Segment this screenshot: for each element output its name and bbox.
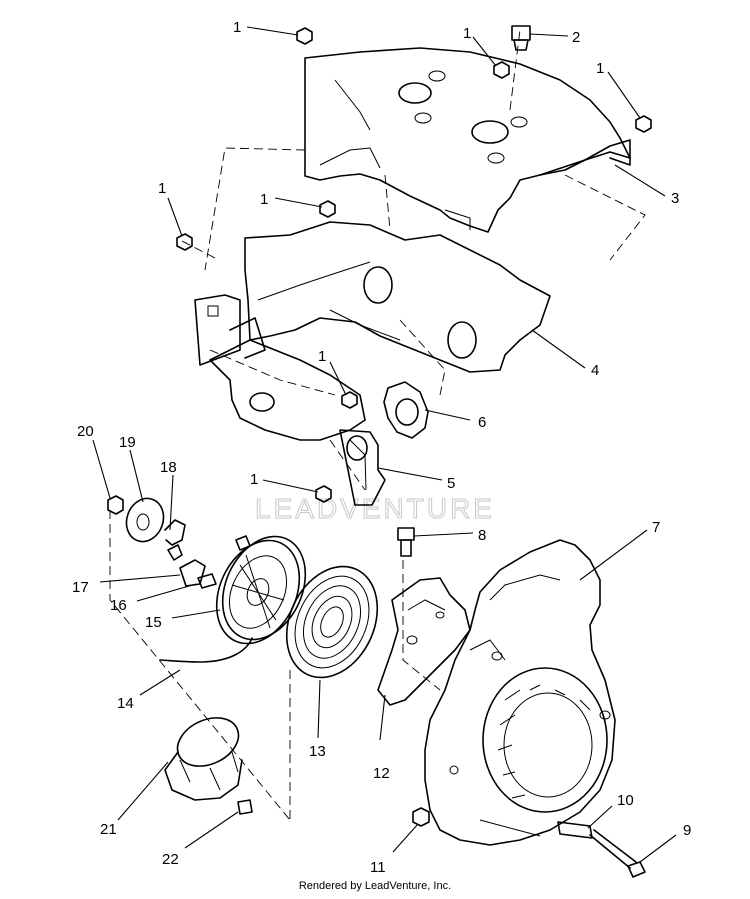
- callout-12: 12: [373, 765, 390, 782]
- part-5-bracket: [339, 429, 386, 506]
- callout-8: 8: [478, 527, 486, 544]
- callout-1-a: 1: [233, 19, 241, 36]
- callout-20: 20: [77, 423, 94, 440]
- part-8-bolt: [397, 527, 415, 557]
- part-15-starter-reel: [215, 535, 307, 645]
- part-4-shroud-bracket: [194, 221, 551, 461]
- assembly-lines-top: [179, 29, 646, 271]
- callout-9: 9: [683, 822, 691, 839]
- part-12-starter-bracket: [377, 577, 471, 706]
- part-21-starter-cup: [164, 717, 243, 801]
- callout-2: 2: [572, 29, 580, 46]
- part-7-blower-housing: [424, 539, 616, 846]
- callout-1-b: 1: [463, 25, 471, 42]
- callout-21: 21: [100, 821, 117, 838]
- callout-13: 13: [309, 743, 326, 760]
- callout-22: 22: [162, 851, 179, 868]
- part-18-19-20-hardware: [107, 495, 186, 561]
- callout-1-e: 1: [158, 180, 166, 197]
- part-14-starter-rope: [159, 637, 253, 663]
- callout-1-f: 1: [318, 348, 326, 365]
- assembly-lines-middle: [109, 319, 446, 821]
- callout-14: 14: [117, 695, 134, 712]
- callout-1-g: 1: [250, 471, 258, 488]
- part-22-screw: [237, 799, 253, 815]
- callout-labels: 1 1 2 1 1 3 1 1 4 1 6 1 5 20 19 18 8 7 1…: [72, 19, 691, 876]
- callout-3: 3: [671, 190, 679, 207]
- callout-17: 17: [72, 579, 89, 596]
- watermark: LEADVENTURE: [255, 493, 495, 524]
- part-13-spring-pulley: [285, 565, 379, 679]
- callout-1-c: 1: [596, 60, 604, 77]
- callout-1-d: 1: [260, 191, 268, 208]
- part-2-bolt: [511, 25, 531, 51]
- callout-15: 15: [145, 614, 162, 631]
- part-6-gasket: [383, 381, 429, 439]
- callout-4: 4: [591, 362, 599, 379]
- callout-16: 16: [110, 597, 127, 614]
- callout-18: 18: [160, 459, 177, 476]
- callout-19: 19: [119, 434, 136, 451]
- callout-6: 6: [478, 414, 486, 431]
- footer-credit: Rendered by LeadVenture, Inc.: [298, 880, 452, 892]
- part-16-17-pawl: [179, 559, 217, 589]
- leader-lines: [92, 26, 677, 863]
- part-3-top-cover: [304, 47, 631, 233]
- callout-11: 11: [370, 859, 386, 876]
- part-9-10-bolt-clip: [557, 821, 646, 878]
- callout-10: 10: [617, 792, 634, 809]
- callout-7: 7: [652, 519, 660, 536]
- callout-5: 5: [447, 475, 455, 492]
- hex-nuts: [176, 27, 652, 827]
